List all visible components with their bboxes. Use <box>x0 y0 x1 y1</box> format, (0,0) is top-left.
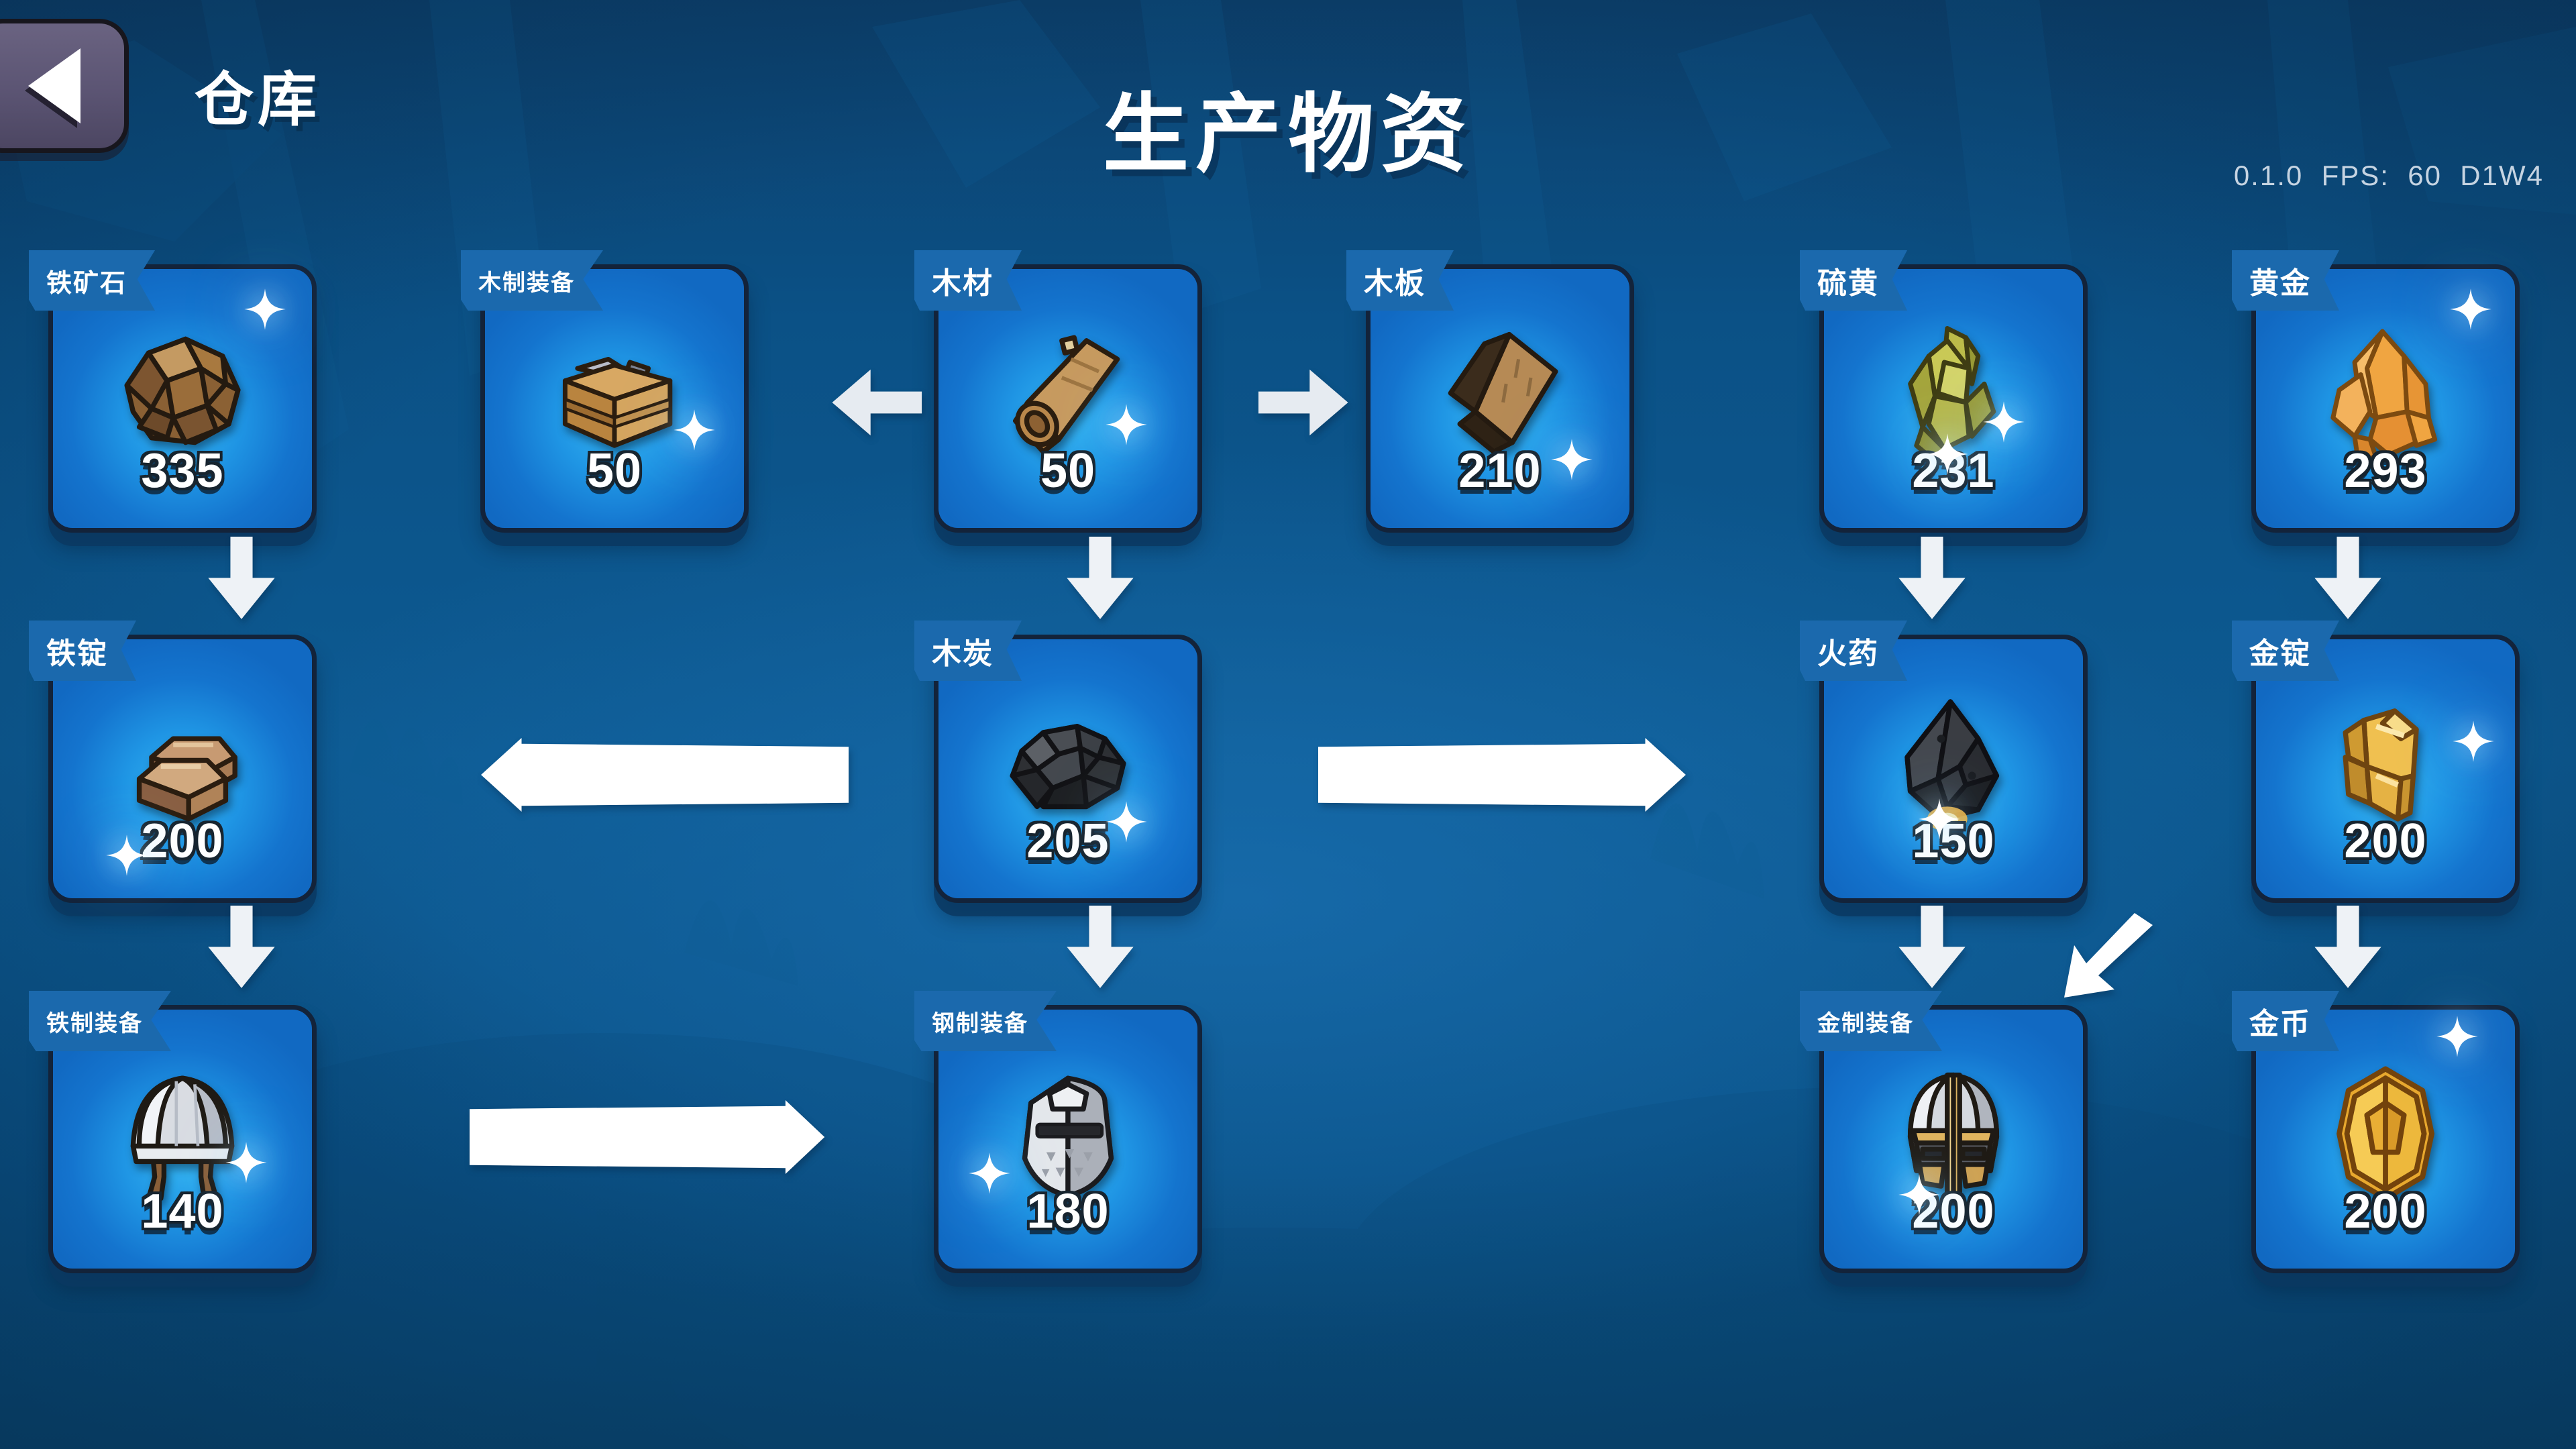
sparkle-icon <box>1898 1173 1941 1216</box>
resource-card-gold-coin[interactable]: 200 金币 <box>2232 991 2520 1273</box>
sparkle-icon <box>225 1141 268 1184</box>
crate-icon <box>537 316 692 470</box>
card-label: 木制装备 <box>461 250 603 311</box>
flow-arrow-charcoal-to-iron-ingot <box>456 738 849 812</box>
card-value: 210 <box>1458 444 1542 498</box>
card-value: 50 <box>1040 444 1096 498</box>
sparkle-icon <box>1982 400 2025 443</box>
build-info: 0.1.0 FPS: 60 D1W4 <box>2233 160 2544 191</box>
card-label: 金制装备 <box>1800 991 1942 1051</box>
flow-arrow-gold-ingot-to-gold-eq <box>2053 911 2160 1012</box>
card-value: 140 <box>141 1185 224 1238</box>
resource-card-charcoal[interactable]: 205 木炭 <box>914 621 1202 903</box>
flow-arrow-gold-ore-to-gold-ingot <box>2308 537 2388 624</box>
sparkle-icon <box>105 834 148 877</box>
coin-icon <box>2308 1057 2463 1211</box>
resource-card-gold-ingot[interactable]: 200 金锭 <box>2232 621 2520 903</box>
card-value: 200 <box>2344 1185 2427 1238</box>
flow-arrow-charcoal-to-gunpowder <box>1318 738 1711 812</box>
steel-helmet-icon <box>991 1057 1145 1211</box>
gold-ingot-icon <box>2308 686 2463 841</box>
resource-card-steel-equipment[interactable]: 180 钢制装备 <box>914 991 1202 1273</box>
sparkle-icon <box>2436 1015 2479 1058</box>
sparkle-icon <box>1105 403 1148 446</box>
sparkle-icon <box>1550 438 1593 481</box>
resource-card-plank[interactable]: 210 木板 <box>1346 250 1634 533</box>
gold-helmet-icon <box>1876 1057 2031 1211</box>
resource-card-gold-equipment[interactable]: 200 金制装备 <box>1800 991 2088 1273</box>
flow-arrow-wood-to-plank <box>1251 366 1352 439</box>
card-value: 200 <box>141 814 224 868</box>
flow-arrow-iron-eq-to-steel-eq <box>470 1100 849 1174</box>
card-label: 黄金 <box>2232 250 2339 311</box>
flow-arrow-wood-to-charcoal <box>1060 537 1140 624</box>
flow-arrow-iron-ingot-to-iron-eq <box>201 906 282 993</box>
sparkle-icon <box>673 409 716 451</box>
resource-card-wooden-equipment[interactable]: 50 木制装备 <box>461 250 749 533</box>
card-label: 硫黄 <box>1800 250 1907 311</box>
card-label: 火药 <box>1800 621 1907 681</box>
card-label: 木材 <box>914 250 1022 311</box>
flow-arrow-charcoal-to-steel-eq <box>1060 906 1140 993</box>
sparkle-icon <box>244 288 286 331</box>
flow-arrow-sulfur-to-gunpowder <box>1892 537 1972 624</box>
warehouse-label: 仓库 <box>195 66 321 133</box>
resource-card-iron-ingot[interactable]: 200 铁锭 <box>29 621 317 903</box>
card-label: 铁制装备 <box>29 991 171 1051</box>
card-value: 205 <box>1026 814 1110 868</box>
card-value: 335 <box>141 444 224 498</box>
rock-icon <box>105 316 260 470</box>
resource-card-gold-ore[interactable]: 293 黄金 <box>2232 250 2520 533</box>
sparkle-icon <box>968 1152 1011 1195</box>
plank-icon <box>1423 316 1577 470</box>
card-label: 铁矿石 <box>29 250 156 311</box>
back-button[interactable] <box>0 19 129 153</box>
triangle-left-icon <box>28 48 80 123</box>
card-label: 木板 <box>1346 250 1454 311</box>
card-label: 木炭 <box>914 621 1022 681</box>
sparkle-icon <box>2452 720 2495 763</box>
resource-card-iron-equipment[interactable]: 140 铁制装备 <box>29 991 317 1273</box>
log-icon <box>991 316 1145 470</box>
flow-arrow-iron-ore-to-iron-ingot <box>201 537 282 624</box>
gold-nugget-icon <box>2308 316 2463 470</box>
sparkle-icon <box>1105 800 1148 843</box>
card-value: 180 <box>1026 1185 1110 1238</box>
card-value: 200 <box>1912 1185 1995 1238</box>
resource-card-iron-ore[interactable]: 335 铁矿石 <box>29 250 317 533</box>
card-value: 293 <box>2344 444 2427 498</box>
flow-arrow-wood-to-wooden-equipment <box>828 366 929 439</box>
sulfur-crystal-icon <box>1876 316 2031 470</box>
iron-ingot-icon <box>105 686 260 841</box>
flow-arrow-gold-ingot-to-coin <box>2308 906 2388 993</box>
page-title: 生产物资 <box>1102 87 1473 182</box>
iron-helmet-icon <box>105 1057 260 1211</box>
card-label: 金币 <box>2232 991 2339 1051</box>
sparkle-icon <box>1926 433 1969 476</box>
flow-arrow-gunpowder-to-gold-eq <box>1892 906 1972 993</box>
card-label: 铁锭 <box>29 621 136 681</box>
card-label: 金锭 <box>2232 621 2339 681</box>
sparkle-icon <box>1918 798 1961 841</box>
charcoal-icon <box>991 686 1145 841</box>
card-value: 200 <box>2344 814 2427 868</box>
card-label: 钢制装备 <box>914 991 1057 1051</box>
resource-card-gunpowder[interactable]: 150 火药 <box>1800 621 2088 903</box>
card-value: 150 <box>1912 814 1995 868</box>
resource-card-wood[interactable]: 50 木材 <box>914 250 1202 533</box>
card-value: 50 <box>586 444 643 498</box>
sparkle-icon <box>2449 288 2492 331</box>
